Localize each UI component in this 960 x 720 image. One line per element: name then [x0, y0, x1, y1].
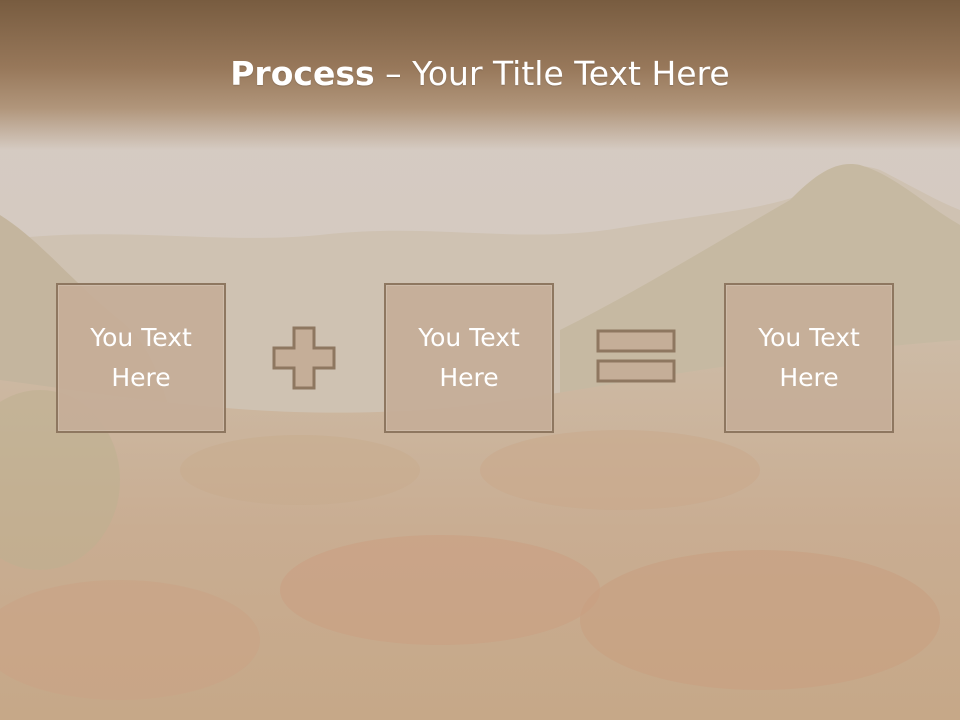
- process-box-2[interactable]: You Text Here: [384, 283, 554, 433]
- process-box-1-line1: You Text: [90, 323, 192, 352]
- title-rest-text: – Your Title Text Here: [374, 54, 730, 93]
- title-band: [0, 0, 960, 150]
- process-box-2-line2: Here: [439, 363, 499, 392]
- process-box-2-text: You Text Here: [418, 318, 520, 398]
- process-box-3-line2: Here: [779, 363, 839, 392]
- process-box-3[interactable]: You Text Here: [724, 283, 894, 433]
- title-bold-text: Process: [230, 54, 375, 93]
- slide-title: Process – Your Title Text Here: [0, 52, 960, 96]
- process-box-1-text: You Text Here: [90, 318, 192, 398]
- process-box-1-line2: Here: [111, 363, 171, 392]
- plus-icon: [272, 326, 336, 390]
- process-box-3-line1: You Text: [758, 323, 860, 352]
- process-box-1[interactable]: You Text Here: [56, 283, 226, 433]
- process-box-3-text: You Text Here: [758, 318, 860, 398]
- equals-icon: [596, 329, 676, 383]
- process-box-2-line1: You Text: [418, 323, 520, 352]
